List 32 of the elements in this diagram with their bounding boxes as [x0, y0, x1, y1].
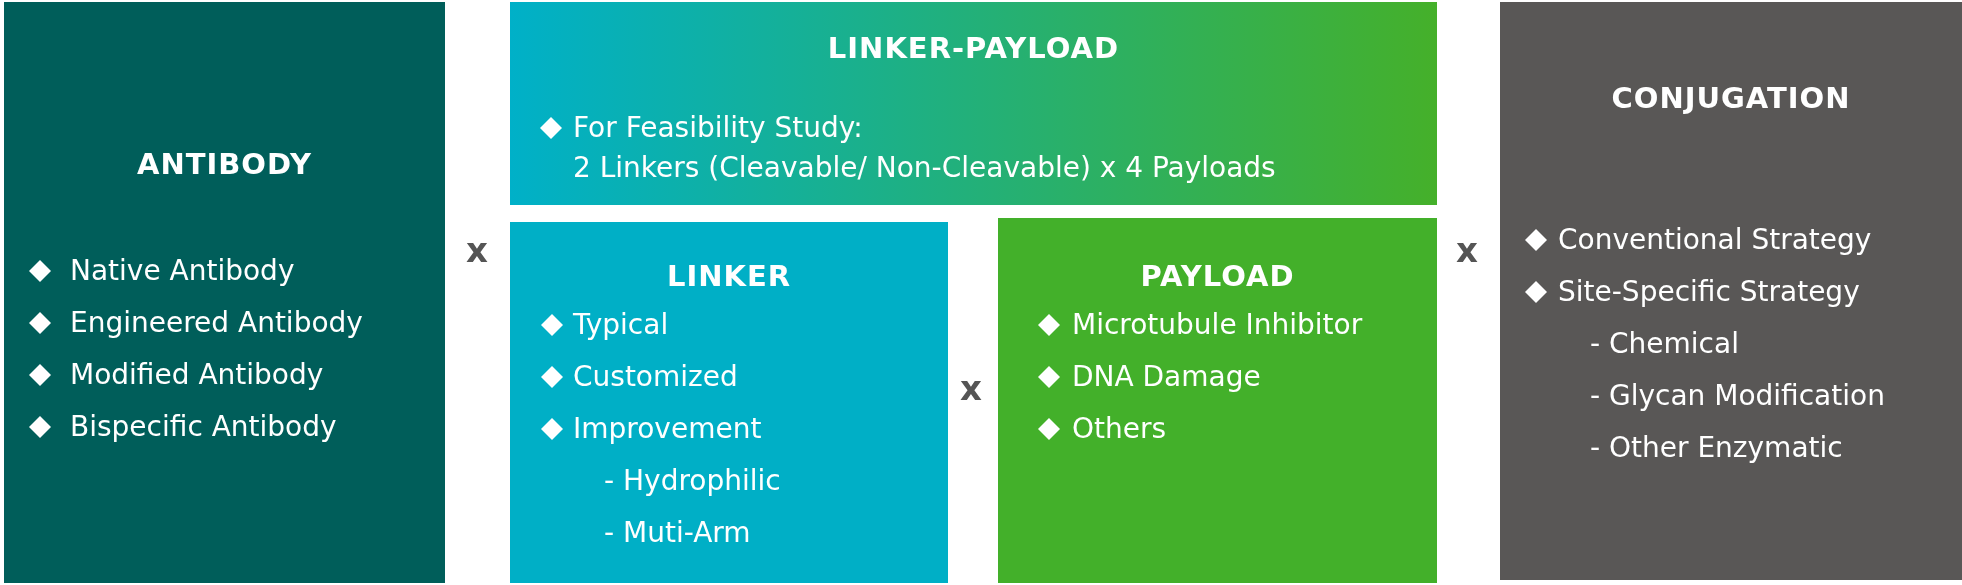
panel-heading: LINKER-PAYLOAD [826, 30, 1121, 67]
list-item: - Glycan Modification [1590, 378, 1885, 414]
list-item: Modified Antibody [70, 357, 324, 393]
list-item: Improvement [573, 411, 762, 447]
list-item: Bispecific Antibody [70, 409, 337, 445]
list-item: Typical [573, 307, 669, 343]
list-item: For Feasibility Study: [573, 110, 863, 146]
payload-panel [998, 218, 1437, 583]
panel-heading: ANTIBODY [136, 146, 313, 183]
antibody-panel [4, 2, 445, 583]
list-item: 2 Linkers (Cleavable/ Non-Cleavable) x 4 Payloads [573, 150, 1276, 186]
conjugation-panel [1500, 2, 1962, 580]
list-item: Customized [573, 359, 738, 395]
list-item: Native Antibody [70, 253, 295, 289]
list-item: Site-Specific Strategy [1558, 274, 1860, 310]
multiply-sign: x [466, 230, 488, 270]
panel-heading: CONJUGATION [1610, 80, 1852, 117]
list-item: - Muti-Arm [604, 515, 751, 551]
list-item: Others [1072, 411, 1167, 447]
list-item: Microtubule Inhibitor [1072, 307, 1363, 343]
list-item: - Chemical [1590, 326, 1739, 362]
linker-panel [510, 222, 948, 583]
list-item: - Other Enzymatic [1590, 430, 1843, 466]
list-item: Engineered Antibody [70, 305, 363, 341]
panel-heading: PAYLOAD [1139, 258, 1296, 295]
multiply-sign: x [1456, 230, 1478, 270]
multiply-sign: x [960, 368, 982, 408]
list-item: Conventional Strategy [1558, 222, 1872, 258]
linker-payload-panel [510, 2, 1437, 205]
panel-heading: LINKER [665, 258, 793, 295]
list-item: DNA Damage [1072, 359, 1261, 395]
list-item: - Hydrophilic [604, 463, 781, 499]
